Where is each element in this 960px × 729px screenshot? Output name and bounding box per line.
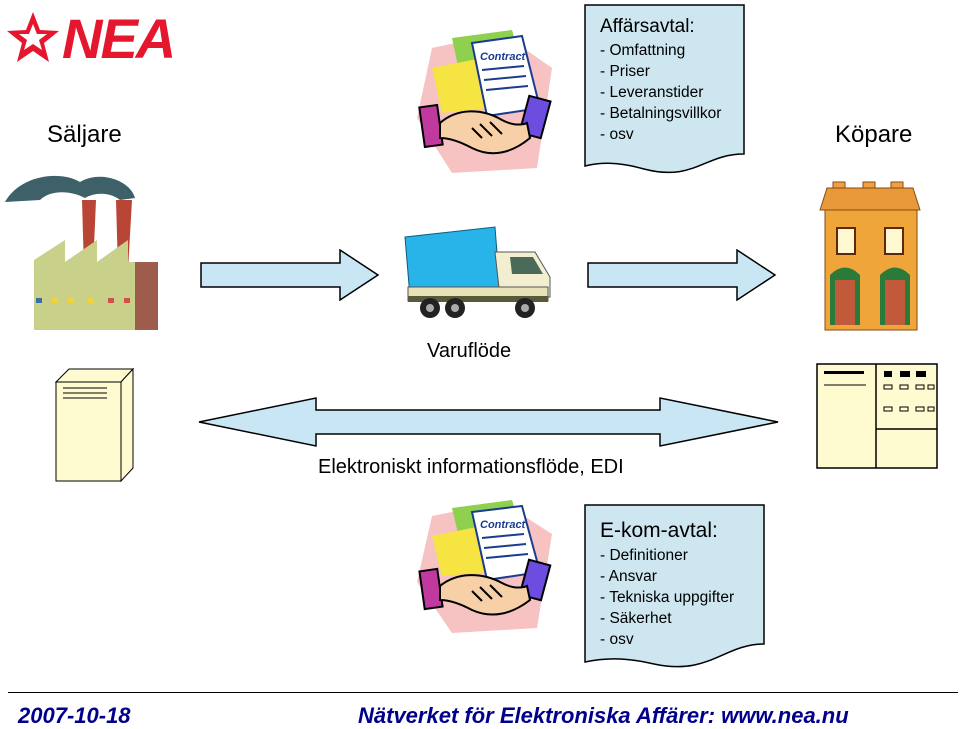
business-agreement-note-shape (584, 4, 745, 174)
business-agreement-item: - Omfattning (600, 42, 686, 59)
contract-word: Contract (480, 519, 527, 531)
logo-text: NEA (62, 7, 176, 70)
star-icon (7, 12, 59, 62)
seller-label: Säljare (47, 121, 122, 148)
handshake-contract-icon: Contract (412, 498, 562, 638)
house-icon (815, 180, 925, 332)
business-agreement-item: - Leveranstider (600, 84, 704, 101)
business-agreement-item: - osv (600, 126, 634, 143)
buyer-label: Köpare (835, 121, 913, 148)
handshake-contract-icon: Contract (412, 28, 562, 178)
contract-word: Contract (480, 51, 527, 63)
business-agreement-title: Affärsavtal: (600, 16, 695, 37)
goods-flow-label: Varuflöde (427, 340, 512, 362)
goods-arrow-left (200, 249, 380, 301)
goods-arrow-right (587, 249, 777, 301)
ecom-agreement-note: E-kom-avtal: - Definitioner - Ansvar - T… (600, 519, 734, 650)
business-agreement-note: Affärsavtal: - Omfattning - Priser - Lev… (600, 16, 721, 145)
ecom-agreement-item: - Tekniska uppgifter (600, 589, 735, 606)
business-agreement-item: - Priser (600, 63, 650, 80)
ecom-agreement-item: - Definitioner (600, 547, 688, 564)
server-icon (54, 367, 135, 483)
edi-double-arrow (198, 397, 779, 447)
ecom-agreement-item: - osv (600, 631, 634, 648)
factory-icon (0, 170, 160, 332)
ecom-agreement-note-shape (584, 504, 765, 668)
ecom-agreement-title: E-kom-avtal: (600, 519, 718, 542)
business-agreement-item: - Betalningsvillkor (600, 105, 722, 122)
footer-divider (8, 692, 958, 693)
ecom-agreement-item: - Ansvar (600, 568, 657, 585)
nea-logo: NEA (6, 7, 181, 70)
terminal-icon (816, 363, 938, 469)
edi-flow-label: Elektroniskt informationsflöde, EDI (318, 456, 624, 478)
footer-date: 2007-10-18 (18, 703, 131, 728)
footer-org-link[interactable]: Nätverket för Elektroniska Affärer: www.… (358, 703, 849, 728)
ecom-agreement-item: - Säkerhet (600, 610, 672, 627)
truck-icon (400, 222, 555, 322)
